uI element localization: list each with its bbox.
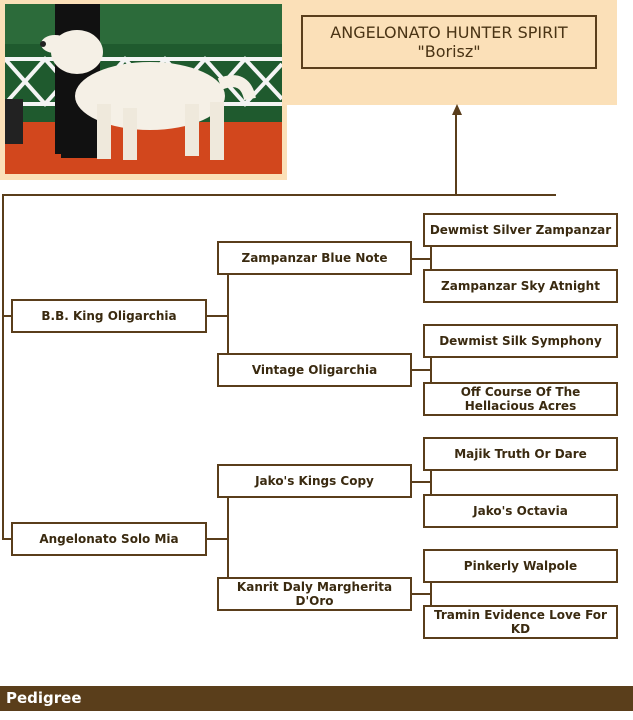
arrow-icon — [452, 104, 462, 115]
dog-name: Dewmist Silk Symphony — [439, 334, 602, 348]
dog-photo — [5, 4, 282, 174]
pedigree-box-sire[interactable]: B.B. King Oligarchia — [11, 299, 207, 333]
connector-line — [430, 454, 432, 511]
pedigree-box-dam-dam[interactable]: Kanrit Daly Margherita D'Oro — [217, 577, 412, 611]
pedigree-box-sire-sire[interactable]: Zampanzar Blue Note — [217, 241, 412, 275]
subject-nickname: "Borisz" — [417, 42, 481, 61]
connector-line — [410, 369, 431, 371]
connector-line — [2, 194, 4, 540]
dog-name: Off Course Of The Hellacious Acres — [460, 385, 581, 413]
dog-name: Kanrit Daly Margherita D'Oro — [236, 580, 393, 608]
dog-name: Tramin Evidence Love For KD — [434, 608, 607, 636]
connector-line — [430, 230, 432, 286]
dog-name: Majik Truth Or Dare — [454, 447, 587, 461]
pedigree-box-sire-dam[interactable]: Vintage Oligarchia — [217, 353, 412, 387]
dog-name: Jako's Octavia — [473, 504, 568, 518]
connector-line — [2, 194, 556, 196]
title-panel — [287, 0, 617, 105]
dog-name: Dewmist Silver Zampanzar — [429, 223, 612, 237]
connector-line — [227, 481, 229, 594]
subject-title-box: ANGELONATO HUNTER SPIRIT "Borisz" — [301, 15, 597, 69]
pedigree-box-ggp[interactable]: Zampanzar Sky Atnight — [423, 269, 618, 303]
pedigree-box-ggp[interactable]: Off Course Of The Hellacious Acres — [423, 382, 618, 416]
dog-name: Angelonato Solo Mia — [39, 532, 179, 546]
pedigree-box-ggp[interactable]: Jako's Octavia — [423, 494, 618, 528]
pedigree-box-dam[interactable]: Angelonato Solo Mia — [11, 522, 207, 556]
connector-line — [410, 593, 431, 595]
dog-name: Zampanzar Blue Note — [241, 251, 388, 265]
footer-bar: Pedigree — [0, 686, 633, 711]
photo-frame — [0, 0, 287, 180]
dog-name: Pinkerly Walpole — [463, 559, 578, 573]
pedigree-box-ggp[interactable]: Majik Truth Or Dare — [423, 437, 618, 471]
connector-line — [2, 315, 12, 317]
footer-label: Pedigree — [6, 689, 82, 707]
pedigree-box-ggp[interactable]: Pinkerly Walpole — [423, 549, 618, 583]
pedigree-box-ggp[interactable]: Tramin Evidence Love For KD — [423, 605, 618, 639]
dog-name: Vintage Oligarchia — [251, 363, 378, 377]
connector-line — [455, 112, 457, 196]
connector-line — [206, 538, 228, 540]
subject-name: ANGELONATO HUNTER SPIRIT — [330, 23, 568, 42]
pedigree-box-ggp[interactable]: Dewmist Silver Zampanzar — [423, 213, 618, 247]
connector-line — [227, 258, 229, 371]
pedigree-box-ggp[interactable]: Dewmist Silk Symphony — [423, 324, 618, 358]
connector-line — [2, 538, 12, 540]
pedigree-box-dam-sire[interactable]: Jako's Kings Copy — [217, 464, 412, 498]
connector-line — [410, 258, 431, 260]
dog-name: B.B. King Oligarchia — [41, 309, 177, 323]
dog-name: Jako's Kings Copy — [255, 474, 374, 488]
connector-line — [430, 566, 432, 622]
connector-line — [206, 315, 228, 317]
connector-line — [410, 481, 431, 483]
dog-name: Zampanzar Sky Atnight — [441, 279, 600, 293]
connector-line — [430, 341, 432, 399]
